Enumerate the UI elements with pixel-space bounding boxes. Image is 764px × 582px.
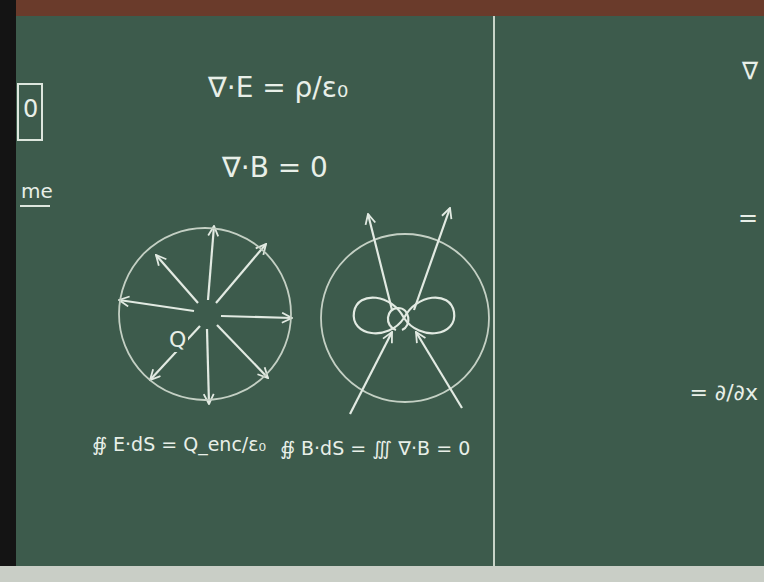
charge-label: Q xyxy=(167,328,188,352)
integral-equation: ∯ E·dS = Q_enc/ε₀ xyxy=(92,434,266,456)
partial-symbol: = xyxy=(738,205,758,233)
boxed-number: 0 xyxy=(23,96,38,124)
charge-surface: Q xyxy=(117,226,293,402)
board-divider xyxy=(493,16,495,566)
gauss-law-equation: ∇·E = ρ/ε₀ xyxy=(208,72,348,104)
board-edge xyxy=(0,0,16,582)
underline xyxy=(20,205,50,207)
partial-word: me xyxy=(21,180,53,203)
field-arrows xyxy=(119,226,292,404)
integral-equation: ∯ B·dS = ∭ ∇·B = 0 xyxy=(280,438,470,460)
partial-symbol: ∇ xyxy=(742,58,758,86)
partial-equation: = ∂/∂x xyxy=(689,380,758,405)
no-monopole-equation: ∇·B = 0 xyxy=(222,152,328,184)
gauss-surface xyxy=(321,234,489,402)
chalk-box xyxy=(18,84,42,140)
board-ledge xyxy=(0,566,764,582)
circle-outline xyxy=(117,226,293,402)
board-frame xyxy=(0,0,764,16)
dipole-field-lines xyxy=(350,208,462,414)
